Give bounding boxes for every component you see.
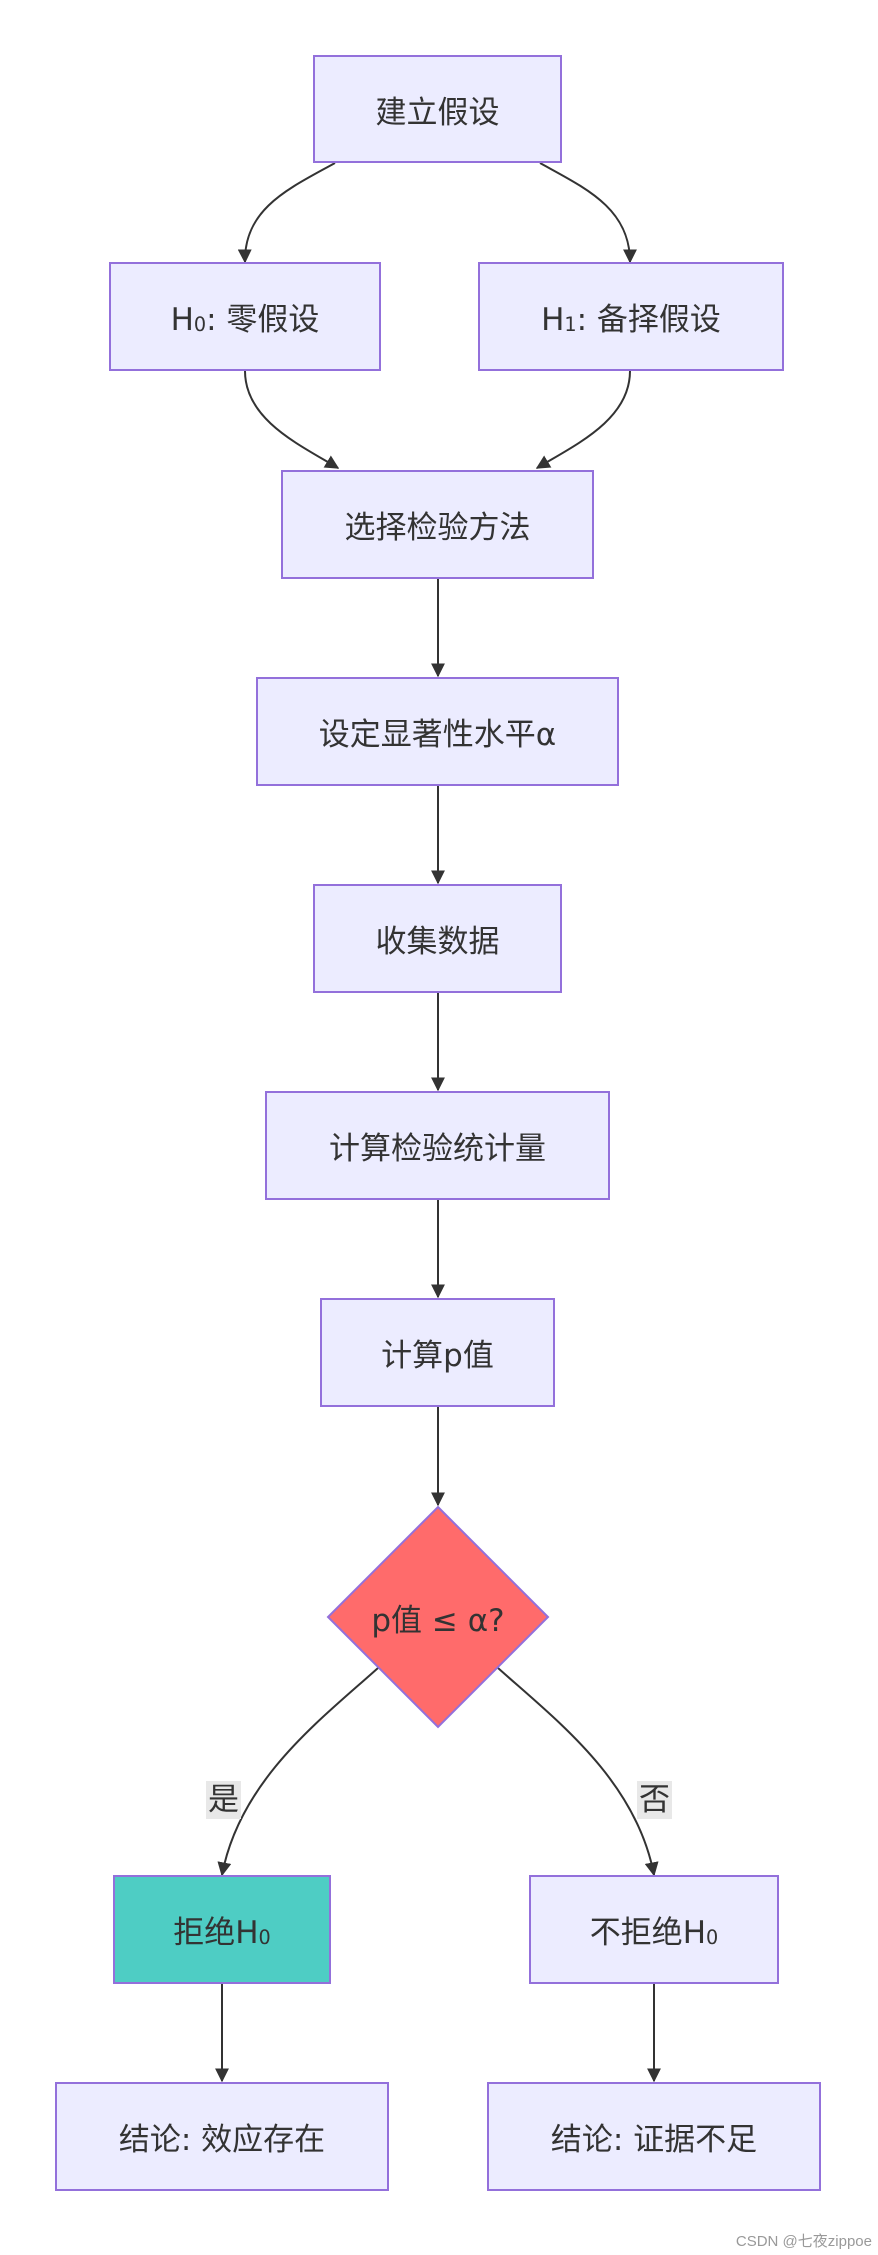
decision-diamond-shape: [326, 1505, 550, 1729]
node-h1: H1: 备择假设: [478, 262, 784, 371]
node-decision: p值 ≤ α?: [326, 1505, 550, 1729]
node-collect-data-label: 收集数据: [375, 924, 500, 960]
node-set-alpha-label: 设定显著性水平α: [318, 717, 557, 753]
node-conclusion-insufficient: 结论: 证据不足: [487, 2082, 821, 2191]
node-collect-data: 收集数据: [313, 884, 562, 993]
edge-build-h0: [237, 162, 336, 264]
node-h0: H0: 零假设: [109, 262, 381, 371]
node-not-reject-h0-label: 不拒绝H0: [589, 1915, 719, 1951]
node-h1-label: H1: 备择假设: [541, 302, 721, 338]
edge-label-yes: 是: [206, 1781, 241, 1819]
edge-h1-method: [535, 370, 631, 469]
node-reject-h0-label: 拒绝H0: [173, 1915, 271, 1951]
node-compute-pvalue-label: 计算p值: [381, 1338, 494, 1374]
node-conclusion-effect: 结论: 效应存在: [55, 2082, 389, 2191]
edge-label-no: 否: [637, 1781, 672, 1819]
node-compute-statistic: 计算检验统计量: [265, 1091, 610, 1200]
edge-build-h1: [539, 162, 637, 264]
node-build-hypothesis-label: 建立假设: [375, 94, 500, 131]
node-h0-label: H0: 零假设: [170, 302, 320, 338]
edge-h0-method: [244, 370, 340, 469]
watermark: CSDN @七夜zippoe: [735, 2233, 872, 2250]
node-select-method: 选择检验方法: [281, 470, 594, 579]
node-build-hypothesis: 建立假设: [313, 55, 562, 163]
edge-decision-notreject: [497, 1667, 659, 1877]
node-set-alpha: 设定显著性水平α: [256, 677, 619, 786]
node-select-method-label: 选择检验方法: [344, 510, 531, 546]
node-compute-pvalue: 计算p值: [320, 1298, 555, 1407]
node-compute-statistic-label: 计算检验统计量: [329, 1131, 546, 1167]
node-conclusion-effect-label: 结论: 效应存在: [118, 2122, 326, 2158]
edge-decision-reject: [217, 1667, 379, 1877]
node-reject-h0: 拒绝H0: [113, 1875, 331, 1984]
node-conclusion-insufficient-label: 结论: 证据不足: [550, 2122, 758, 2158]
node-not-reject-h0: 不拒绝H0: [529, 1875, 779, 1984]
node-decision-label: p值 ≤ α?: [371, 1602, 505, 1639]
